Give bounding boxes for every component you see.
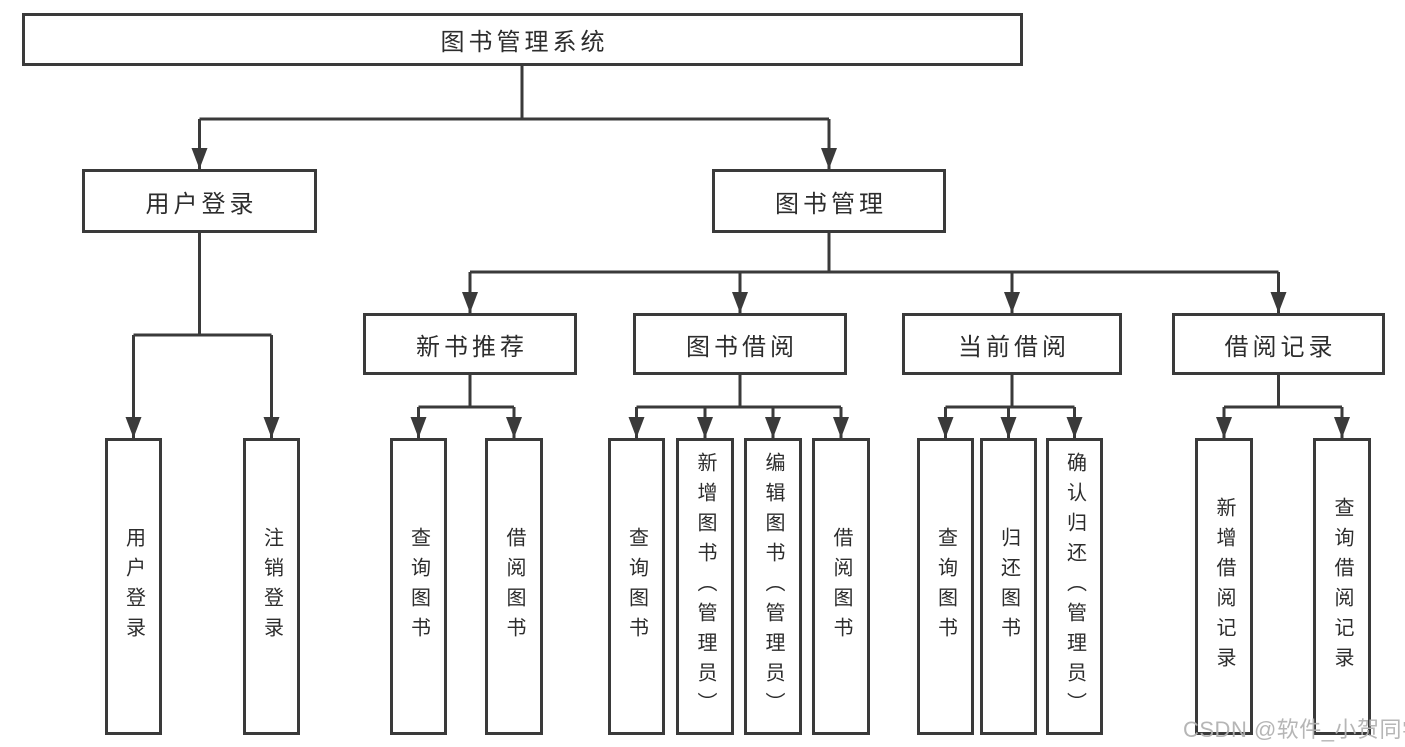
node-book-borrowing: 图书借阅 [633,313,847,375]
node-label: 当前借阅 [958,333,1070,361]
node-label: 注销登录 [260,526,283,647]
node-new-book-recommendation: 新书推荐 [363,313,577,375]
arrowheads [125,148,1350,438]
node-label: 查询图书 [625,526,648,647]
node-user-login: 用户登录 [82,169,317,233]
watermark: CSDN @软件_小贺同学 [1183,717,1405,742]
node-label: 借阅记录 [1224,333,1337,361]
node-borrowing-records: 借阅记录 [1172,313,1385,375]
leaf-borrowing-add-books-admin: 新增图书（管理员） [676,438,734,735]
node-label: 新增借阅记录 [1213,496,1235,677]
leaf-recommend-borrow-books: 借阅图书 [485,438,543,735]
node-label: 归还图书 [997,526,1020,647]
node-label: 确认归还（管理员） [1063,451,1086,722]
leaf-records-query-record: 查询借阅记录 [1313,438,1371,735]
connector-stems [132,64,1344,438]
node-label: 用户登录 [145,190,258,218]
node-current-borrowing: 当前借阅 [902,313,1122,375]
node-label: 查询图书 [934,526,957,647]
leaf-current-return-books: 归还图书 [980,438,1037,735]
leaf-current-confirm-return-admin: 确认归还（管理员） [1046,438,1103,735]
node-label: 查询借阅记录 [1331,496,1353,677]
node-label: 图书借阅 [686,333,798,361]
node-book-management: 图书管理 [712,169,946,233]
leaf-records-add-record: 新增借阅记录 [1195,438,1253,735]
node-label: 用户登录 [122,526,145,647]
leaf-logout: 注销登录 [243,438,300,735]
node-label: 借阅图书 [830,526,852,647]
leaf-current-query-books: 查询图书 [917,438,974,735]
node-label: 图书管理系统 [440,29,609,56]
leaf-borrowing-query-books: 查询图书 [608,438,665,735]
node-label: 借阅图书 [503,526,525,647]
leaf-user-login: 用户登录 [105,438,162,735]
node-label: 图书管理 [775,190,887,218]
node-label: 新书推荐 [416,333,528,361]
node-label: 编辑图书（管理员） [762,451,784,722]
node-label: 查询图书 [407,526,430,647]
node-root: 图书管理系统 [22,13,1023,66]
leaf-borrowing-borrow-books: 借阅图书 [812,438,870,735]
leaf-borrowing-edit-books-admin: 编辑图书（管理员） [744,438,802,735]
node-label: 新增图书（管理员） [694,451,716,722]
leaf-recommend-query-books: 查询图书 [390,438,447,735]
